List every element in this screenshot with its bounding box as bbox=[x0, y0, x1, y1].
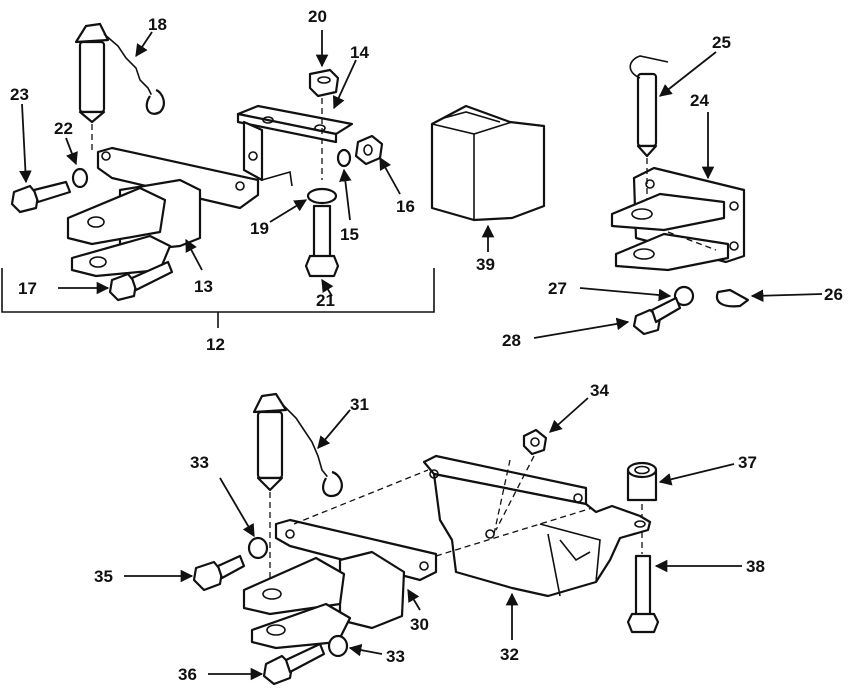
callout-26: 26 bbox=[824, 285, 843, 304]
hitch-pin-31 bbox=[252, 392, 343, 580]
washer-19 bbox=[306, 187, 338, 205]
callout-30: 30 bbox=[410, 615, 429, 634]
callout-19: 19 bbox=[250, 219, 269, 238]
callout-28: 28 bbox=[502, 331, 521, 350]
bracket-14 bbox=[236, 104, 354, 187]
callout-33-upper: 33 bbox=[190, 453, 209, 472]
bolt-38 bbox=[626, 532, 660, 634]
bolt-35 bbox=[192, 554, 246, 592]
washer-33-lower bbox=[327, 634, 349, 658]
washer-33-upper bbox=[247, 536, 269, 560]
callout-27: 27 bbox=[548, 279, 567, 298]
leader-arrows bbox=[19, 30, 823, 681]
assembly-12-bracket bbox=[1, 268, 435, 313]
callout-20: 20 bbox=[308, 7, 327, 26]
callout-32: 32 bbox=[500, 645, 519, 664]
callout-33-lower: 33 bbox=[386, 647, 405, 666]
callout-39: 39 bbox=[476, 255, 495, 274]
bolt-23 bbox=[10, 180, 72, 214]
nut-20 bbox=[308, 68, 340, 180]
bolt-17 bbox=[108, 260, 174, 302]
callout-25: 25 bbox=[712, 33, 731, 52]
bolt-28 bbox=[632, 296, 682, 336]
lock-washer-15 bbox=[336, 148, 352, 168]
callout-17: 17 bbox=[18, 279, 37, 298]
pin-25 bbox=[629, 55, 669, 200]
drawbar-plate-13 bbox=[66, 146, 260, 278]
callout-16: 16 bbox=[396, 197, 415, 216]
cover-39 bbox=[430, 104, 546, 222]
callout-labels: 12 13 14 15 16 17 18 19 20 21 22 23 24 2… bbox=[10, 7, 843, 684]
callout-35: 35 bbox=[94, 567, 113, 586]
drawbar-30 bbox=[242, 518, 438, 650]
nut-16 bbox=[354, 134, 384, 166]
hitch-bracket-24 bbox=[610, 166, 746, 272]
nut-34 bbox=[495, 428, 548, 531]
callout-13: 13 bbox=[194, 277, 213, 296]
assembly-12 bbox=[1, 22, 435, 328]
callout-31: 31 bbox=[350, 395, 369, 414]
callout-34: 34 bbox=[590, 381, 609, 400]
callout-21: 21 bbox=[316, 291, 335, 310]
callout-15: 15 bbox=[340, 225, 359, 244]
callout-23: 23 bbox=[10, 85, 29, 104]
hitch-pin-18 bbox=[74, 22, 165, 150]
washer-22 bbox=[71, 167, 89, 189]
spacer-37 bbox=[626, 461, 658, 516]
washer-27 bbox=[673, 285, 695, 307]
callout-22: 22 bbox=[54, 119, 73, 138]
callout-37: 37 bbox=[738, 453, 757, 472]
callout-18: 18 bbox=[148, 15, 167, 34]
bracket-32 bbox=[422, 454, 652, 598]
callout-36: 36 bbox=[178, 665, 197, 684]
callout-24: 24 bbox=[690, 91, 709, 110]
callout-12: 12 bbox=[206, 335, 225, 354]
bolt-36 bbox=[262, 642, 326, 686]
callout-38: 38 bbox=[746, 557, 765, 576]
clip-26 bbox=[715, 288, 750, 308]
bolt-21 bbox=[304, 204, 340, 278]
callout-14: 14 bbox=[350, 43, 369, 62]
